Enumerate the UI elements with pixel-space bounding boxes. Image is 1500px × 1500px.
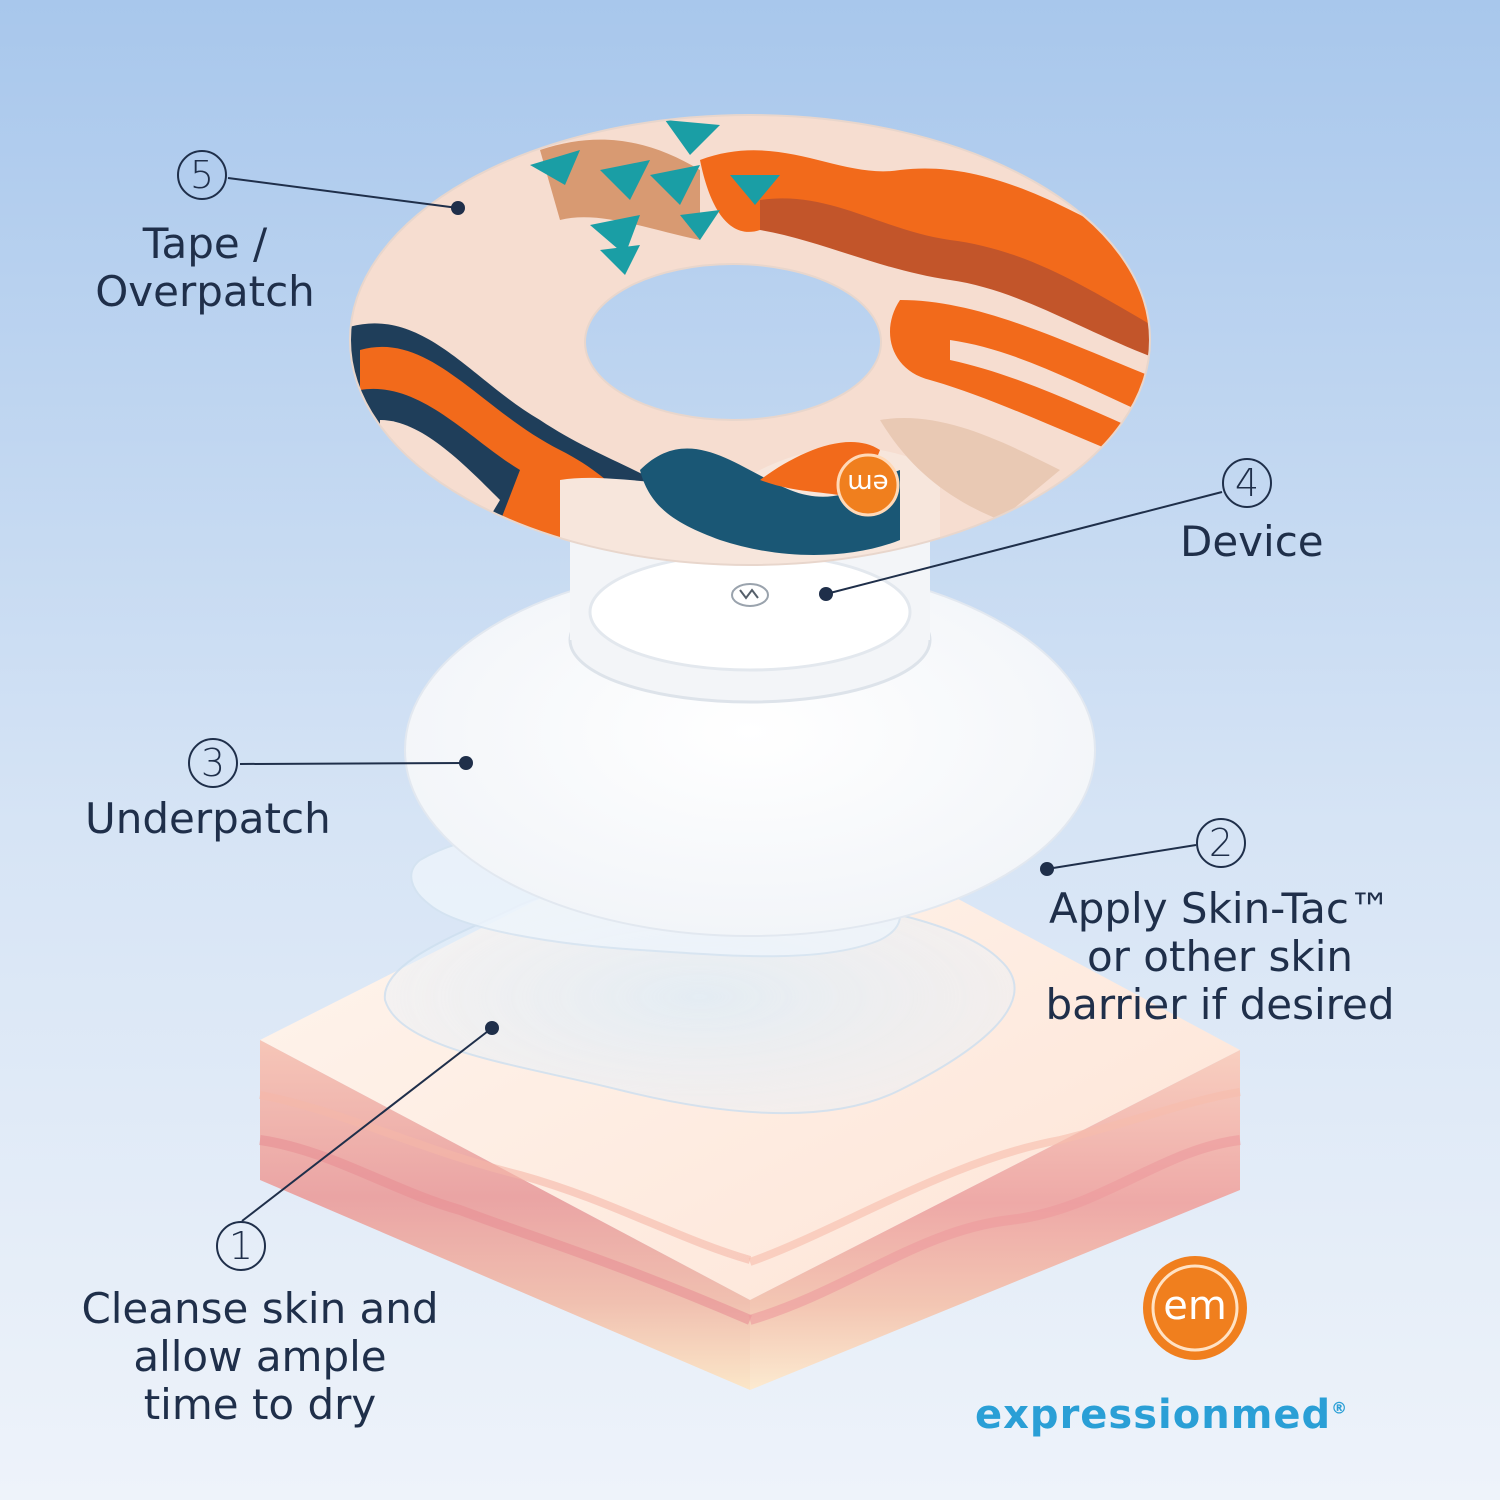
callout-label: Cleanse skin and allow ample time to dry [55, 1285, 465, 1429]
label-line: allow ample [133, 1332, 387, 1381]
svg-text:em: em [847, 468, 888, 498]
label-line: Overpatch [95, 267, 315, 316]
label-line: Tape / [142, 219, 268, 268]
label-line: barrier if desired [1045, 980, 1395, 1029]
label-line: Device [1180, 517, 1324, 566]
label-line: time to dry [143, 1380, 377, 1429]
callout-number: 2 [1196, 818, 1246, 868]
leader-lines [227, 177, 1223, 1222]
callout-label: Apply Skin-Tac™ or other skin barrier if… [1020, 885, 1420, 1029]
callout-label: Device [1180, 518, 1324, 566]
callout-label: Underpatch [85, 795, 331, 843]
callout-label: Tape / Overpatch [70, 220, 340, 316]
device-shape [568, 540, 932, 704]
brand-emblem-text: em [1163, 1283, 1227, 1329]
brand-emblem-icon [1143, 1256, 1247, 1360]
brand-wordmark: expressionmed® [975, 1392, 1415, 1438]
leader-dots [451, 201, 1054, 1035]
brand-name: expressionmed [975, 1392, 1332, 1438]
label-line: Apply Skin-Tac™ [1048, 884, 1392, 933]
label-line: or other skin [1086, 932, 1354, 981]
registered-mark: ® [1331, 1398, 1349, 1418]
callout-number: 5 [177, 150, 227, 200]
label-line: Cleanse skin and [81, 1284, 439, 1333]
label-line: Underpatch [85, 794, 331, 843]
callout-number: 4 [1222, 458, 1272, 508]
callout-number: 3 [188, 738, 238, 788]
callout-number: 1 [216, 1221, 266, 1271]
